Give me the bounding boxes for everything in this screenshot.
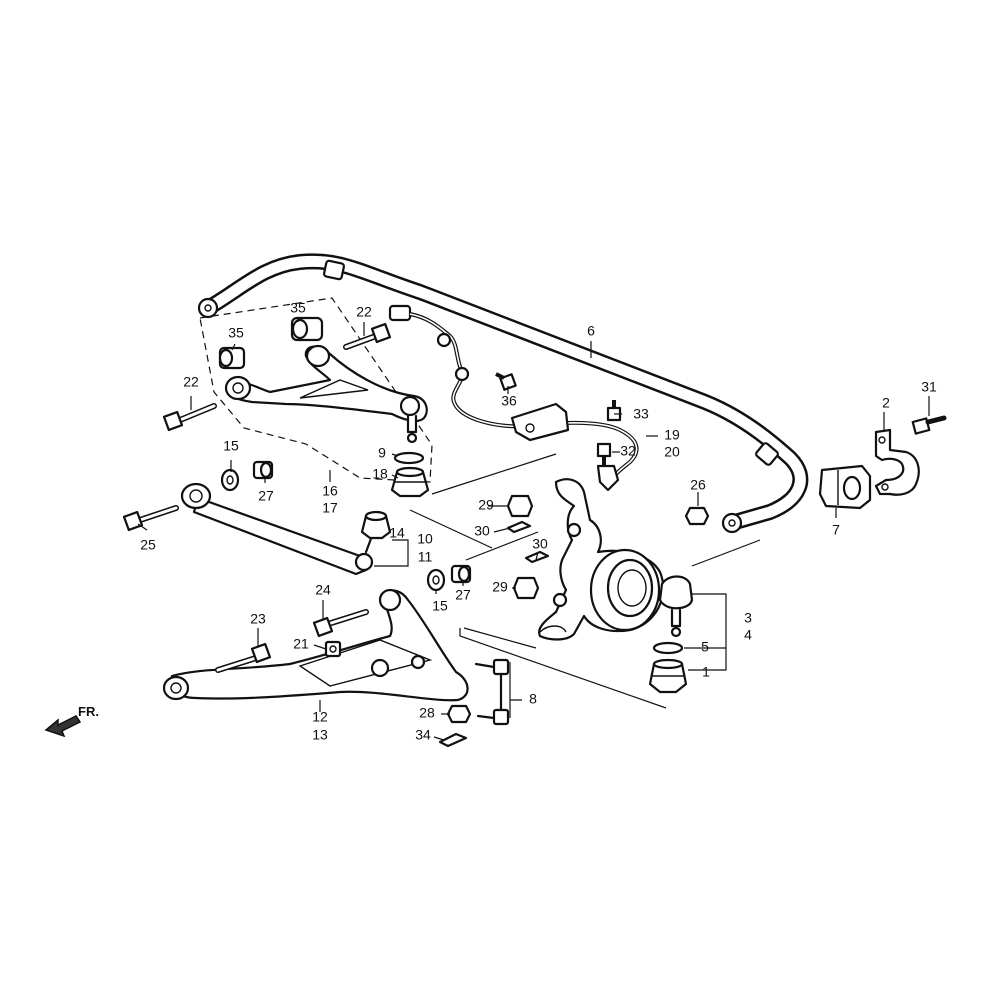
callout-20[interactable]: 20: [664, 444, 680, 460]
nut-21[interactable]: [324, 640, 342, 658]
flange-bolt-25[interactable]: [122, 505, 179, 532]
callout-32[interactable]: 32: [620, 443, 636, 459]
callout-35-top[interactable]: 35: [290, 300, 306, 316]
front-label: FR.: [78, 704, 99, 719]
snap-ring-9[interactable]: [393, 451, 425, 465]
snap-ring-5[interactable]: [652, 641, 684, 655]
callout-27-lower[interactable]: 27: [455, 587, 471, 603]
flange-bolt-31[interactable]: [911, 415, 947, 435]
callout-28[interactable]: 28: [419, 705, 435, 721]
flange-bolt-22-upper[interactable]: [343, 322, 392, 350]
self-locking-nut-29-upper[interactable]: [506, 494, 534, 518]
bolt-32[interactable]: [596, 442, 612, 466]
self-locking-nut-28[interactable]: [446, 704, 472, 724]
callout-31[interactable]: 31: [921, 379, 937, 395]
callout-27-upper[interactable]: 27: [258, 488, 274, 504]
callout-22-upper[interactable]: 22: [356, 304, 372, 320]
callout-4[interactable]: 4: [744, 627, 752, 643]
callout-1[interactable]: 1: [702, 664, 710, 680]
callout-24[interactable]: 24: [315, 582, 331, 598]
flange-bolt-24[interactable]: [312, 609, 369, 638]
ball-joint-boot-1[interactable]: [648, 658, 688, 694]
bolt-36[interactable]: [495, 372, 517, 391]
callout-17[interactable]: 17: [322, 500, 338, 516]
callout-7[interactable]: 7: [832, 522, 840, 538]
wheel-speed-sensor[interactable]: [388, 304, 639, 492]
nut-27-lower[interactable]: [450, 564, 472, 584]
rear-knuckle[interactable]: [538, 478, 665, 641]
cotter-pin-34[interactable]: [438, 732, 468, 748]
callout-11[interactable]: 11: [418, 549, 433, 565]
callout-22-lower[interactable]: 22: [183, 374, 199, 390]
callout-6[interactable]: 6: [587, 323, 595, 339]
callout-18[interactable]: 18: [372, 466, 388, 482]
self-locking-nut-29-lower[interactable]: [512, 576, 540, 600]
lateral-link[interactable]: [180, 482, 374, 576]
front-direction-indicator: FR.: [44, 704, 99, 738]
callout-14[interactable]: 14: [389, 525, 405, 541]
callout-10[interactable]: 10: [417, 531, 433, 547]
nut-27-upper[interactable]: [252, 460, 274, 480]
callout-3[interactable]: 3: [744, 610, 752, 626]
callout-29-lower[interactable]: 29: [492, 579, 508, 595]
front-arrow-icon: [44, 715, 82, 738]
callout-9[interactable]: 9: [378, 445, 386, 461]
stabilizer-bushing[interactable]: [818, 464, 872, 510]
callout-30-left[interactable]: 30: [474, 523, 490, 539]
flange-bolt-23[interactable]: [215, 642, 272, 673]
bushing-holder[interactable]: [874, 428, 920, 496]
callout-19[interactable]: 19: [664, 427, 680, 443]
stabilizer-link[interactable]: [474, 658, 510, 726]
upper-arm-assembly-outline: [199, 297, 433, 483]
callout-13[interactable]: 13: [312, 727, 328, 743]
ball-joint-boot-14[interactable]: [360, 510, 392, 540]
cotter-pin-30-upper[interactable]: [506, 520, 532, 534]
washer-15-upper[interactable]: [220, 468, 240, 492]
ball-joint-boot-18[interactable]: [390, 466, 430, 498]
callout-30-right[interactable]: 30: [532, 536, 548, 552]
nut-26[interactable]: [684, 506, 710, 526]
callout-29-upper[interactable]: 29: [478, 497, 494, 513]
callout-2[interactable]: 2: [882, 395, 890, 411]
upper-arm-bushing-35-left[interactable]: [218, 346, 246, 370]
upper-arm[interactable]: [224, 344, 428, 444]
upper-arm-bushing-35-top[interactable]: [290, 316, 324, 342]
flange-bolt-22-lower[interactable]: [162, 403, 217, 432]
bolt-33[interactable]: [606, 400, 622, 422]
callout-12[interactable]: 12: [312, 709, 328, 725]
leader-lines: [137, 318, 930, 741]
callout-35-left[interactable]: 35: [228, 325, 244, 341]
ball-joint-3-4[interactable]: [658, 575, 694, 638]
callout-5[interactable]: 5: [701, 639, 709, 655]
callout-15-upper[interactable]: 15: [223, 438, 239, 454]
callout-23[interactable]: 23: [250, 611, 266, 627]
callout-21[interactable]: 21: [293, 636, 309, 652]
callout-33[interactable]: 33: [633, 406, 649, 422]
callout-26[interactable]: 26: [690, 477, 706, 493]
washer-15-lower[interactable]: [426, 568, 446, 592]
callout-8[interactable]: 8: [529, 691, 537, 707]
callout-36[interactable]: 36: [501, 393, 517, 409]
callout-15-lower[interactable]: 15: [432, 598, 448, 614]
callout-labels: 1 2 3 4 5 6 7 8 9 10 11 12 13 14 15 15 1…: [140, 300, 937, 743]
callout-34[interactable]: 34: [415, 727, 431, 743]
callout-25[interactable]: 25: [140, 537, 156, 553]
stabilizer-bar[interactable]: [197, 253, 809, 534]
callout-16[interactable]: 16: [322, 483, 338, 499]
